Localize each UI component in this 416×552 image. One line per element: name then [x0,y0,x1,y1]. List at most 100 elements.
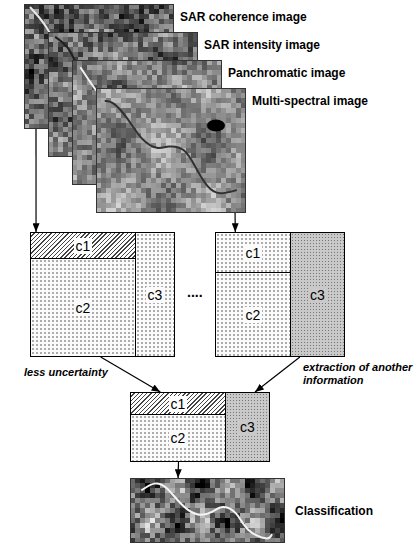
image-pixel [34,89,39,94]
image-pixel [97,70,102,75]
image-pixel [63,142,68,147]
image-pixel [34,44,39,49]
image-pixel [112,65,117,70]
image-pixel [142,80,147,85]
image-pixel [117,80,122,85]
image-pixel [149,9,154,14]
image-pixel [93,47,98,52]
image-pixel [64,14,69,19]
image-texture [48,32,198,157]
image-pixel [128,37,133,42]
image-pixel [167,65,172,70]
image-pixel [104,19,109,24]
image-pixel [183,37,188,42]
image-pixel [177,75,182,80]
image-pixel [157,80,162,85]
image-pixel [163,52,168,57]
image-pixel [149,24,154,29]
image-pixel [99,24,104,29]
image-pixel [53,47,58,52]
image-pixel [29,104,34,109]
image-pixel [87,120,92,125]
image-pixel [202,75,207,80]
image-pixel [73,42,78,47]
image-pixel [163,37,168,42]
image-pixel [58,87,63,92]
image-pixel [34,109,39,114]
image-pixel [77,80,82,85]
image-pixel [82,85,87,90]
image-title: SAR intensity image [204,38,320,52]
image-pixel [53,122,58,127]
image-pixel [84,19,89,24]
image-pixel [118,37,123,42]
image-pixel [93,52,98,57]
image-pixel [119,9,124,14]
image-pixel [87,130,92,135]
image-pixel [147,70,152,75]
image-pixel [39,44,44,49]
image-pixel [53,137,58,142]
image-pixel [192,80,197,85]
image-pixel [144,14,149,19]
image-pixel [123,47,128,52]
image-pixel [139,24,144,29]
image-pixel [109,9,114,14]
image-pixel [94,19,99,24]
image-pixel [77,75,82,80]
image-pixel [172,80,177,85]
image-pixel [39,64,44,69]
image-pixel [58,127,63,132]
image-pixel [137,80,142,85]
image-pixel [78,37,83,42]
image-pixel [162,70,167,75]
image-pixel [34,39,39,44]
image-pixel [87,85,92,90]
image-pixel [39,109,44,114]
image-pixel [77,100,82,105]
image-pixel [99,9,104,14]
image-pixel [167,70,172,75]
image-pixel [63,67,68,72]
image-pixel [58,97,63,102]
image-pixel [29,49,34,54]
image-pixel [53,82,58,87]
image-pixel [74,14,79,19]
image-pixel [124,9,129,14]
image-pixel [124,24,129,29]
image-title: SAR coherence image [180,10,307,24]
image-pixel [84,9,89,14]
image-pixel [29,94,34,99]
image-pixel [34,99,39,104]
image-pixel [134,24,139,29]
image-pixel [159,14,164,19]
image-pixel [172,70,177,75]
image-pixel [92,75,97,80]
image-pixel [147,75,152,80]
image-pixel [39,104,44,109]
image-pixel [94,24,99,29]
image-pixel [182,65,187,70]
image-pixel [172,75,177,80]
image-pixel [93,42,98,47]
image-pixel [109,19,114,24]
image-pixel [49,14,54,19]
image-pixel [63,122,68,127]
image-pixel [53,112,58,117]
image-pixel [82,90,87,95]
image-pixel [87,135,92,140]
image-pixel [93,37,98,42]
image-pixel [58,82,63,87]
image-pixel [34,84,39,89]
image-pixel [39,84,44,89]
image-pixel [29,109,34,114]
image-pixel [34,94,39,99]
image-pixel [139,9,144,14]
image-pixel [97,75,102,80]
image-pixel [188,52,193,57]
image-pixel [183,42,188,47]
image-pixel [212,65,217,70]
image-pixel [53,57,58,62]
image-pixel [58,147,63,152]
image-pixel [143,47,148,52]
